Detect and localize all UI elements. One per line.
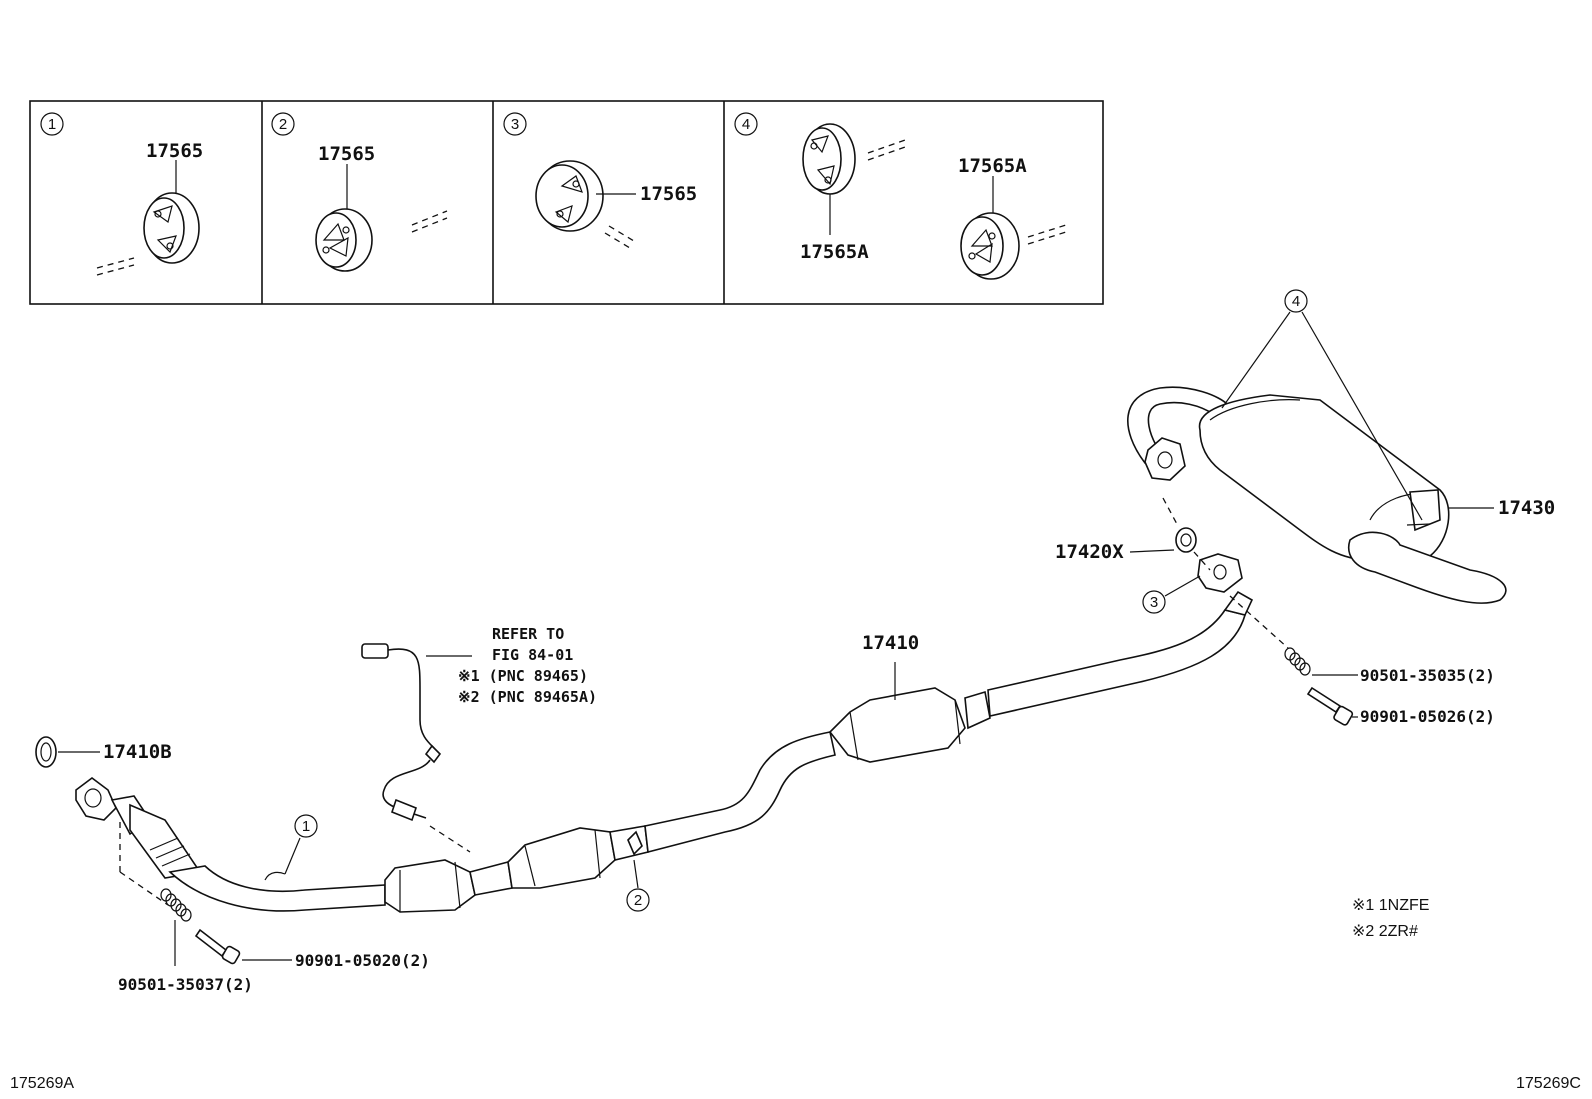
rear-flange (1197, 553, 1243, 593)
front-catalytic-converter (384, 825, 649, 913)
callout-4: 4 (1292, 293, 1300, 310)
rubber-hanger-4b (960, 212, 1020, 280)
inset-1-marker: 1 (48, 116, 56, 133)
callout-3: 3 (1150, 594, 1158, 611)
tailpipe-label: 17430 (1498, 497, 1555, 519)
inset-2-label: 17565 (318, 143, 375, 165)
inset-3-label: 17565 (640, 183, 697, 205)
front-pipe (75, 777, 386, 912)
sensor-note-line3: ※1 (PNC 89465) (458, 667, 588, 685)
front-spring-label: 90501-35037(2) (118, 975, 253, 994)
legend-line2: ※2 2ZR# (1352, 923, 1418, 940)
rubber-hanger-4a (802, 123, 856, 195)
sensor-note-line2: FIG 84-01 (492, 646, 573, 664)
front-bolt-label: 90901-05020(2) (295, 951, 430, 970)
sensor-note-line4: ※2 (PNC 89465A) (458, 688, 597, 706)
footer-left: 175269A (10, 1075, 74, 1092)
rear-spring (1284, 647, 1311, 676)
inset-panel-3: 3 17565 (503, 112, 697, 249)
inset-4-label-right: 17565A (958, 155, 1027, 177)
inset-4-label-left: 17565A (800, 241, 869, 263)
footer-right: 175269C (1516, 1075, 1581, 1092)
rubber-hanger-2 (315, 208, 373, 272)
center-pipe-label: 17410 (862, 632, 919, 654)
front-spring (160, 888, 192, 922)
inset-panel-2: 2 17565 (271, 112, 448, 272)
rear-bolt (1306, 686, 1354, 726)
legend-line1: ※1 1NZFE (1352, 897, 1429, 914)
callout-2: 2 (634, 892, 642, 909)
front-gasket (35, 736, 57, 768)
inset-2-marker: 2 (279, 116, 287, 133)
inset-4-marker: 4 (742, 116, 750, 133)
rear-gasket-label: 17420X (1055, 541, 1124, 563)
rubber-hanger-1 (143, 192, 200, 264)
front-gasket-label: 17410B (103, 741, 172, 763)
inset-panel-4: 4 17565A 17565A (734, 112, 1067, 280)
rear-spring-label: 90501-35035(2) (1360, 666, 1495, 685)
inset-panels (29, 100, 1104, 305)
inset-1-label: 17565 (146, 140, 203, 162)
oxygen-sensor (361, 643, 442, 822)
inset-panel-1: 1 17565 (40, 112, 203, 276)
tailpipe-muffler (1127, 386, 1507, 604)
rear-bolt-label: 90901-05026(2) (1360, 707, 1495, 726)
rear-gasket (1175, 527, 1197, 553)
front-bolt (194, 928, 241, 965)
inset-3-marker: 3 (511, 116, 519, 133)
callout-1: 1 (302, 818, 310, 835)
center-pipe (644, 590, 1254, 854)
rubber-hanger-3 (535, 160, 604, 232)
sensor-note-line1: REFER TO (492, 625, 564, 643)
